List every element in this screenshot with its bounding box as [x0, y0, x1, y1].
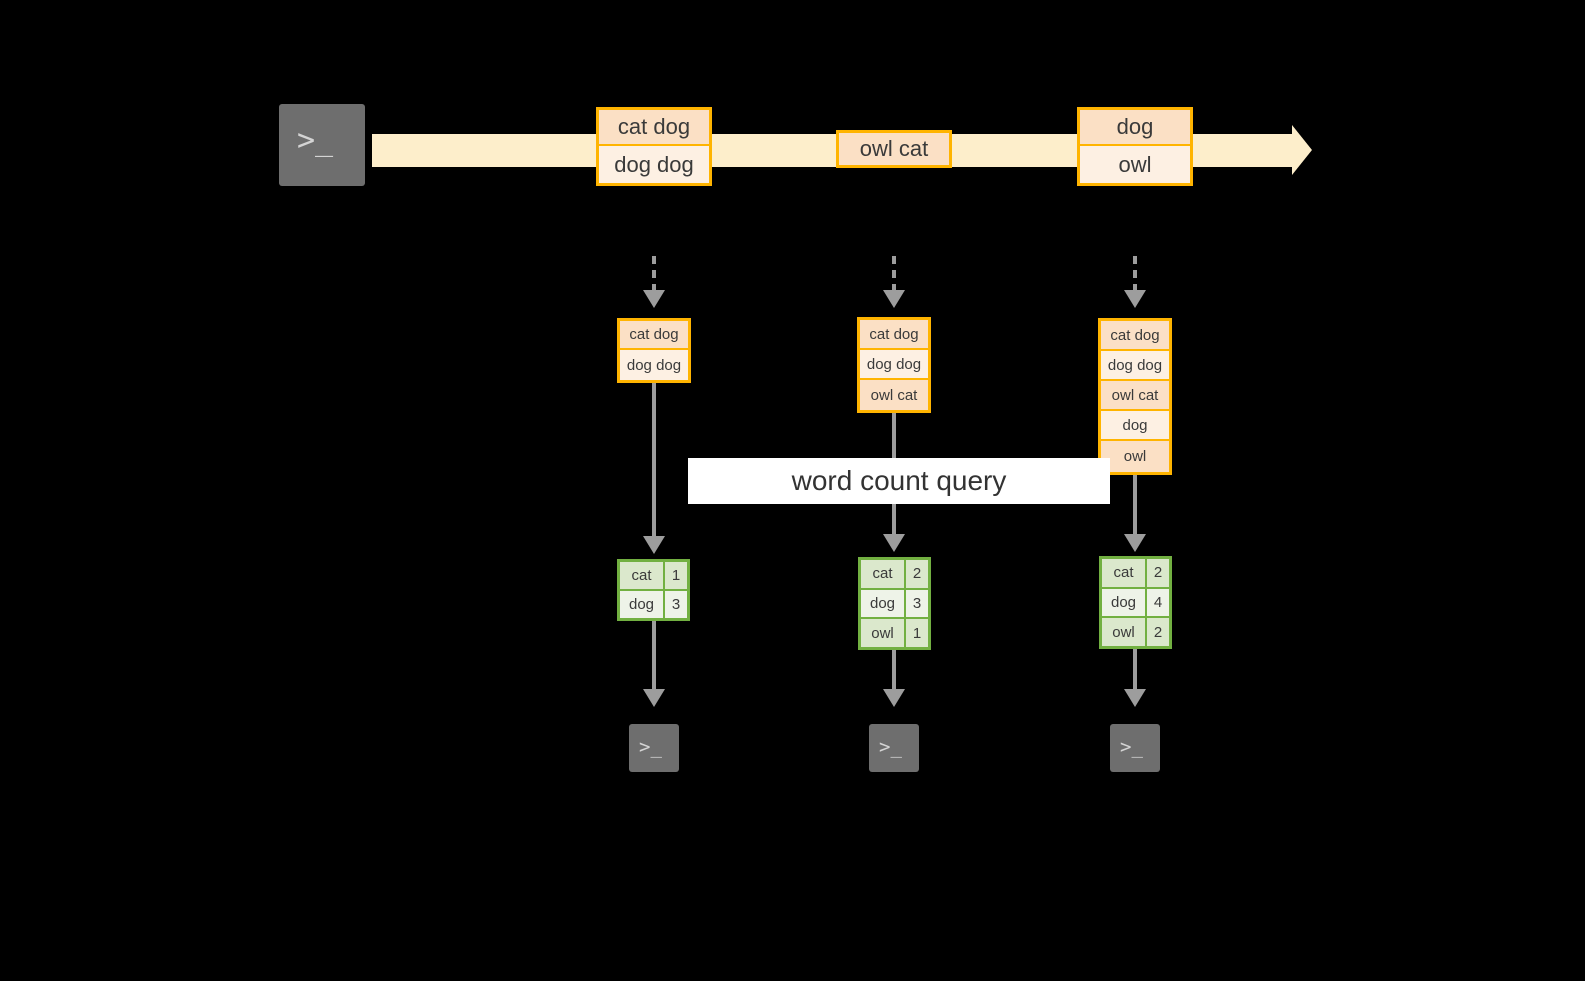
snapshot-3-sink-arrowhead [1124, 689, 1146, 707]
result-count: 1 [665, 562, 687, 589]
snapshot-2-sink-arrowhead [883, 689, 905, 707]
result-count: 2 [906, 560, 928, 588]
snapshot-input-record: dog dog [1101, 351, 1169, 381]
snapshot-2-sink-connector [892, 650, 896, 691]
snapshot-2-dashed-arrowhead [883, 290, 905, 308]
result-count: 2 [1147, 618, 1169, 647]
result-word: owl [861, 619, 906, 648]
stream-record: dog dog [599, 146, 709, 183]
result-word: owl [1102, 618, 1147, 647]
result-count: 3 [906, 589, 928, 618]
stream-record: dog [1080, 110, 1190, 147]
query-banner: word count query [688, 458, 1110, 504]
snapshot-1-sink-terminal-icon: >_ [620, 715, 688, 781]
snapshot-3-dashed-connector [1133, 256, 1137, 292]
result-count: 4 [1147, 588, 1169, 617]
result-row: dog 3 [861, 589, 928, 620]
snapshot-2-query-arrowhead [883, 534, 905, 552]
result-row: dog 3 [620, 591, 687, 618]
result-word: cat [1102, 559, 1147, 587]
stream-arrowhead [1292, 125, 1312, 175]
snapshot-input-record: owl [1101, 441, 1169, 472]
terminal-prompt-glyph: >_ [879, 736, 902, 758]
snapshot-3-input-stack: cat dog dog dog owl cat dog owl [1098, 318, 1172, 475]
snapshot-input-record: dog dog [860, 350, 928, 380]
query-banner-label: word count query [791, 465, 1007, 496]
terminal-screen: >_ [279, 104, 365, 186]
result-word: dog [861, 589, 906, 618]
result-row: cat 1 [620, 562, 687, 591]
snapshot-3-query-arrowhead [1124, 534, 1146, 552]
result-count: 1 [906, 619, 928, 648]
snapshot-1-dashed-connector [652, 256, 656, 292]
snapshot-2-result-table: cat 2 dog 3 owl 1 [858, 557, 931, 650]
snapshot-1-sink-arrowhead [643, 689, 665, 707]
stream-batch-1: cat dog dog dog [596, 107, 712, 186]
snapshot-3-sink-terminal-icon: >_ [1101, 715, 1169, 781]
snapshot-2-input-stack: cat dog dog dog owl cat [857, 317, 931, 413]
snapshot-input-record: cat dog [620, 321, 688, 351]
snapshot-3-result-table: cat 2 dog 4 owl 2 [1099, 556, 1172, 649]
source-terminal-icon: >_ [270, 95, 374, 195]
result-row: owl 2 [1102, 618, 1169, 647]
snapshot-1-dashed-arrowhead [643, 290, 665, 308]
snapshot-1-result-table: cat 1 dog 3 [617, 559, 690, 621]
stream-record: owl cat [839, 133, 949, 165]
result-row: cat 2 [861, 560, 928, 590]
snapshot-1-sink-connector [652, 621, 656, 691]
result-count: 3 [665, 591, 687, 618]
snapshot-1-input-stack: cat dog dog dog [617, 318, 691, 383]
snapshot-input-record: cat dog [860, 320, 928, 350]
result-word: dog [620, 591, 665, 618]
result-word: cat [620, 562, 665, 589]
result-count: 2 [1147, 559, 1169, 587]
result-word: dog [1102, 588, 1147, 617]
snapshot-input-record: dog [1101, 411, 1169, 441]
terminal-screen: >_ [629, 724, 679, 772]
stream-batch-2: owl cat [836, 130, 952, 168]
stream-record: cat dog [599, 110, 709, 147]
terminal-prompt-glyph: >_ [639, 736, 662, 758]
stream-record: owl [1080, 146, 1190, 183]
result-row: cat 2 [1102, 559, 1169, 589]
snapshot-input-record: dog dog [620, 350, 688, 380]
snapshot-input-record: owl cat [1101, 381, 1169, 411]
snapshot-3-query-connector [1133, 475, 1137, 537]
result-word: cat [861, 560, 906, 588]
stream-batch-3: dog owl [1077, 107, 1193, 186]
snapshot-input-record: owl cat [860, 380, 928, 410]
terminal-prompt-glyph: >_ [1120, 736, 1143, 758]
terminal-screen: >_ [869, 724, 919, 772]
snapshot-3-dashed-arrowhead [1124, 290, 1146, 308]
terminal-screen: >_ [1110, 724, 1160, 772]
snapshot-input-record: cat dog [1101, 321, 1169, 351]
snapshot-1-query-arrowhead [643, 536, 665, 554]
snapshot-3-sink-connector [1133, 649, 1137, 691]
terminal-prompt-glyph: >_ [297, 123, 334, 158]
snapshot-2-dashed-connector [892, 256, 896, 292]
result-row: dog 4 [1102, 588, 1169, 619]
result-row: owl 1 [861, 619, 928, 648]
snapshot-2-sink-terminal-icon: >_ [860, 715, 928, 781]
snapshot-1-query-connector [652, 383, 656, 538]
